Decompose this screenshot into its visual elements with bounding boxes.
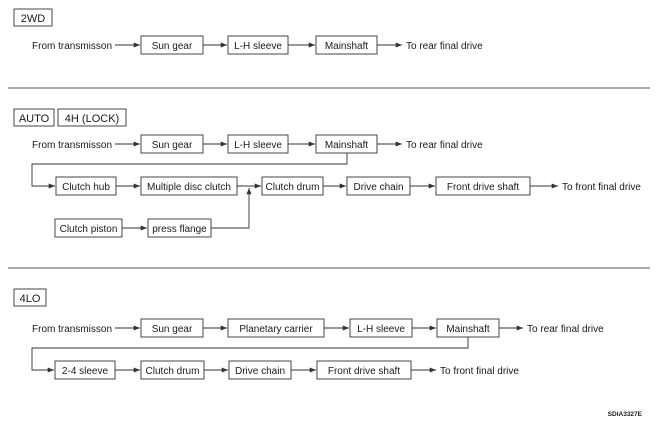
section-2wd: 2WD From transmisson Sun gear L-H sleeve…	[13, 8, 483, 55]
destination-label: To front final drive	[440, 366, 519, 377]
section-auto-4h-lock: AUTO 4H (LOCK) From transmisson Sun gear…	[13, 108, 641, 238]
mode-tag-label: 4LO	[20, 293, 41, 305]
figure-code: SDIA3327E	[608, 411, 643, 418]
connector-line	[31, 337, 469, 373]
flow-box-label: Sun gear	[152, 324, 193, 335]
flow-box-label: Mainshaft	[446, 324, 490, 335]
flow-box-label: Front drive shaft	[328, 366, 400, 377]
flow-box-label: Multiple disc clutch	[147, 182, 231, 193]
flow-box-label: 2-4 sleeve	[62, 366, 109, 377]
source-label: From transmisson	[32, 140, 112, 151]
source-label: From transmisson	[32, 41, 112, 52]
mode-tag-label: 2WD	[21, 13, 46, 25]
flow-box-label: Drive chain	[235, 366, 285, 377]
flow-box-label: Clutch drum	[266, 182, 320, 193]
flow-box-label: Clutch drum	[146, 366, 200, 377]
connector-line	[211, 188, 252, 229]
flow-box-label: L-H sleeve	[234, 140, 282, 151]
flow-box-label: Front drive shaft	[447, 182, 519, 193]
mode-tag-label: AUTO	[19, 113, 50, 125]
flow-box-label: Mainshaft	[325, 140, 369, 151]
flow-box-label: Drive chain	[353, 182, 403, 193]
destination-label: To rear final drive	[406, 41, 483, 52]
mode-tag-4lo	[13, 288, 47, 307]
flow-box-label: press flange	[152, 224, 207, 235]
flow-box-label: Clutch piston	[60, 224, 118, 235]
flow-box-label: L-H sleeve	[234, 41, 282, 52]
flow-box-label: Mainshaft	[325, 41, 369, 52]
flow-box-label: Planetary carrier	[239, 324, 313, 335]
flow-box-label: Sun gear	[152, 140, 193, 151]
mode-tag-4h-lock	[57, 108, 127, 127]
mode-tag-auto	[13, 108, 55, 127]
flow-box-label: L-H sleeve	[357, 324, 405, 335]
mode-tag-2wd	[13, 8, 53, 27]
destination-label: To front final drive	[562, 182, 641, 193]
mode-tag-label: 4H (LOCK)	[65, 113, 119, 125]
connector-line	[31, 153, 348, 189]
section-4lo: 4LO From transmisson Sun gear Planetary …	[13, 288, 604, 380]
destination-label: To rear final drive	[527, 324, 604, 335]
source-label: From transmisson	[32, 324, 112, 335]
destination-label: To rear final drive	[406, 140, 483, 151]
flow-box-label: Clutch hub	[62, 182, 110, 193]
flow-box-label: Sun gear	[152, 41, 193, 52]
